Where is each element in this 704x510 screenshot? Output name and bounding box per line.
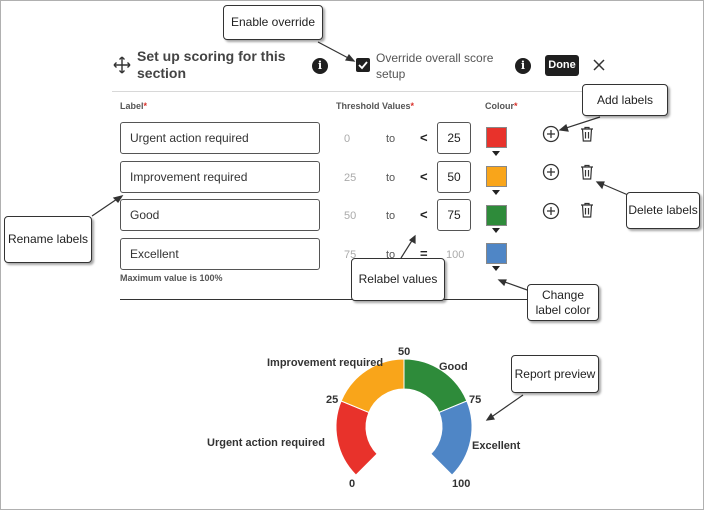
callout-report-preview: Report preview [511,355,599,393]
gauge-segment-label: Urgent action required [207,437,325,449]
close-icon[interactable] [592,58,606,72]
add-icon[interactable] [542,202,560,220]
chevron-down-icon[interactable] [492,190,500,195]
trash-icon[interactable] [580,202,594,218]
operator: = [420,246,428,261]
chevron-down-icon[interactable] [492,151,500,156]
callout-add-labels: Add labels [582,84,668,116]
check-icon [358,61,368,70]
callout-change-label-color: Change label color [527,284,599,321]
section-title: Set up scoring for this section [137,48,286,81]
colour-swatch[interactable] [486,127,507,148]
override-label: Override overall score setup [376,51,494,81]
label-input[interactable]: Good [120,199,320,231]
info-icon[interactable]: i [312,58,328,74]
label-input[interactable]: Improvement required [120,161,320,193]
label-column-header: Label* [120,101,148,111]
callout-delete-labels: Delete labels [626,192,700,229]
colour-swatch[interactable] [486,166,507,187]
gauge-segment-label: Improvement required [267,357,384,369]
to-text: to [386,210,396,222]
max-value-note: Maximum value is 100% [120,273,223,283]
add-icon[interactable] [542,163,560,181]
threshold-from: 25 [344,172,357,184]
threshold-to-input[interactable]: 25 [437,122,471,154]
label-input[interactable]: Urgent action required [120,122,320,154]
chevron-down-icon[interactable] [492,228,500,233]
gauge-tick: 0 [349,478,356,490]
callout-relabel-values: Relabel values [351,258,445,301]
threshold-from: 0 [344,133,351,145]
override-checkbox[interactable] [356,58,370,72]
to-text: to [386,249,396,261]
operator: < [420,207,428,222]
threshold-to-input[interactable]: 50 [437,161,471,193]
callout-rename-labels: Rename labels [4,216,92,263]
threshold-to-fixed: 100 [446,249,465,261]
colour-column-header: Colour* [485,101,518,111]
operator: < [420,169,428,184]
label-input[interactable]: Excellent [120,238,320,270]
done-button[interactable]: Done [545,55,579,76]
threshold-column-header: Threshold Values* [336,101,415,111]
gauge-segment-label: Excellent [472,440,521,452]
chevron-down-icon[interactable] [492,266,500,271]
trash-icon[interactable] [580,164,594,180]
header-divider [112,91,598,92]
threshold-from: 50 [344,210,357,222]
colour-swatch[interactable] [486,205,507,226]
trash-icon[interactable] [580,126,594,142]
override-info-icon[interactable]: i [515,58,531,74]
gauge-tick: 100 [452,478,471,490]
gauge-tick: 75 [469,394,482,406]
add-icon[interactable] [542,125,560,143]
callout-enable-override: Enable override [223,5,323,40]
move-icon[interactable] [113,56,131,74]
to-text: to [386,133,396,145]
gauge-tick: 25 [326,394,339,406]
gauge-tick: 50 [398,346,411,358]
to-text: to [386,172,396,184]
gauge-segment-label: Good [439,361,468,373]
threshold-to-input[interactable]: 75 [437,199,471,231]
colour-swatch[interactable] [486,243,507,264]
operator: < [420,130,428,145]
